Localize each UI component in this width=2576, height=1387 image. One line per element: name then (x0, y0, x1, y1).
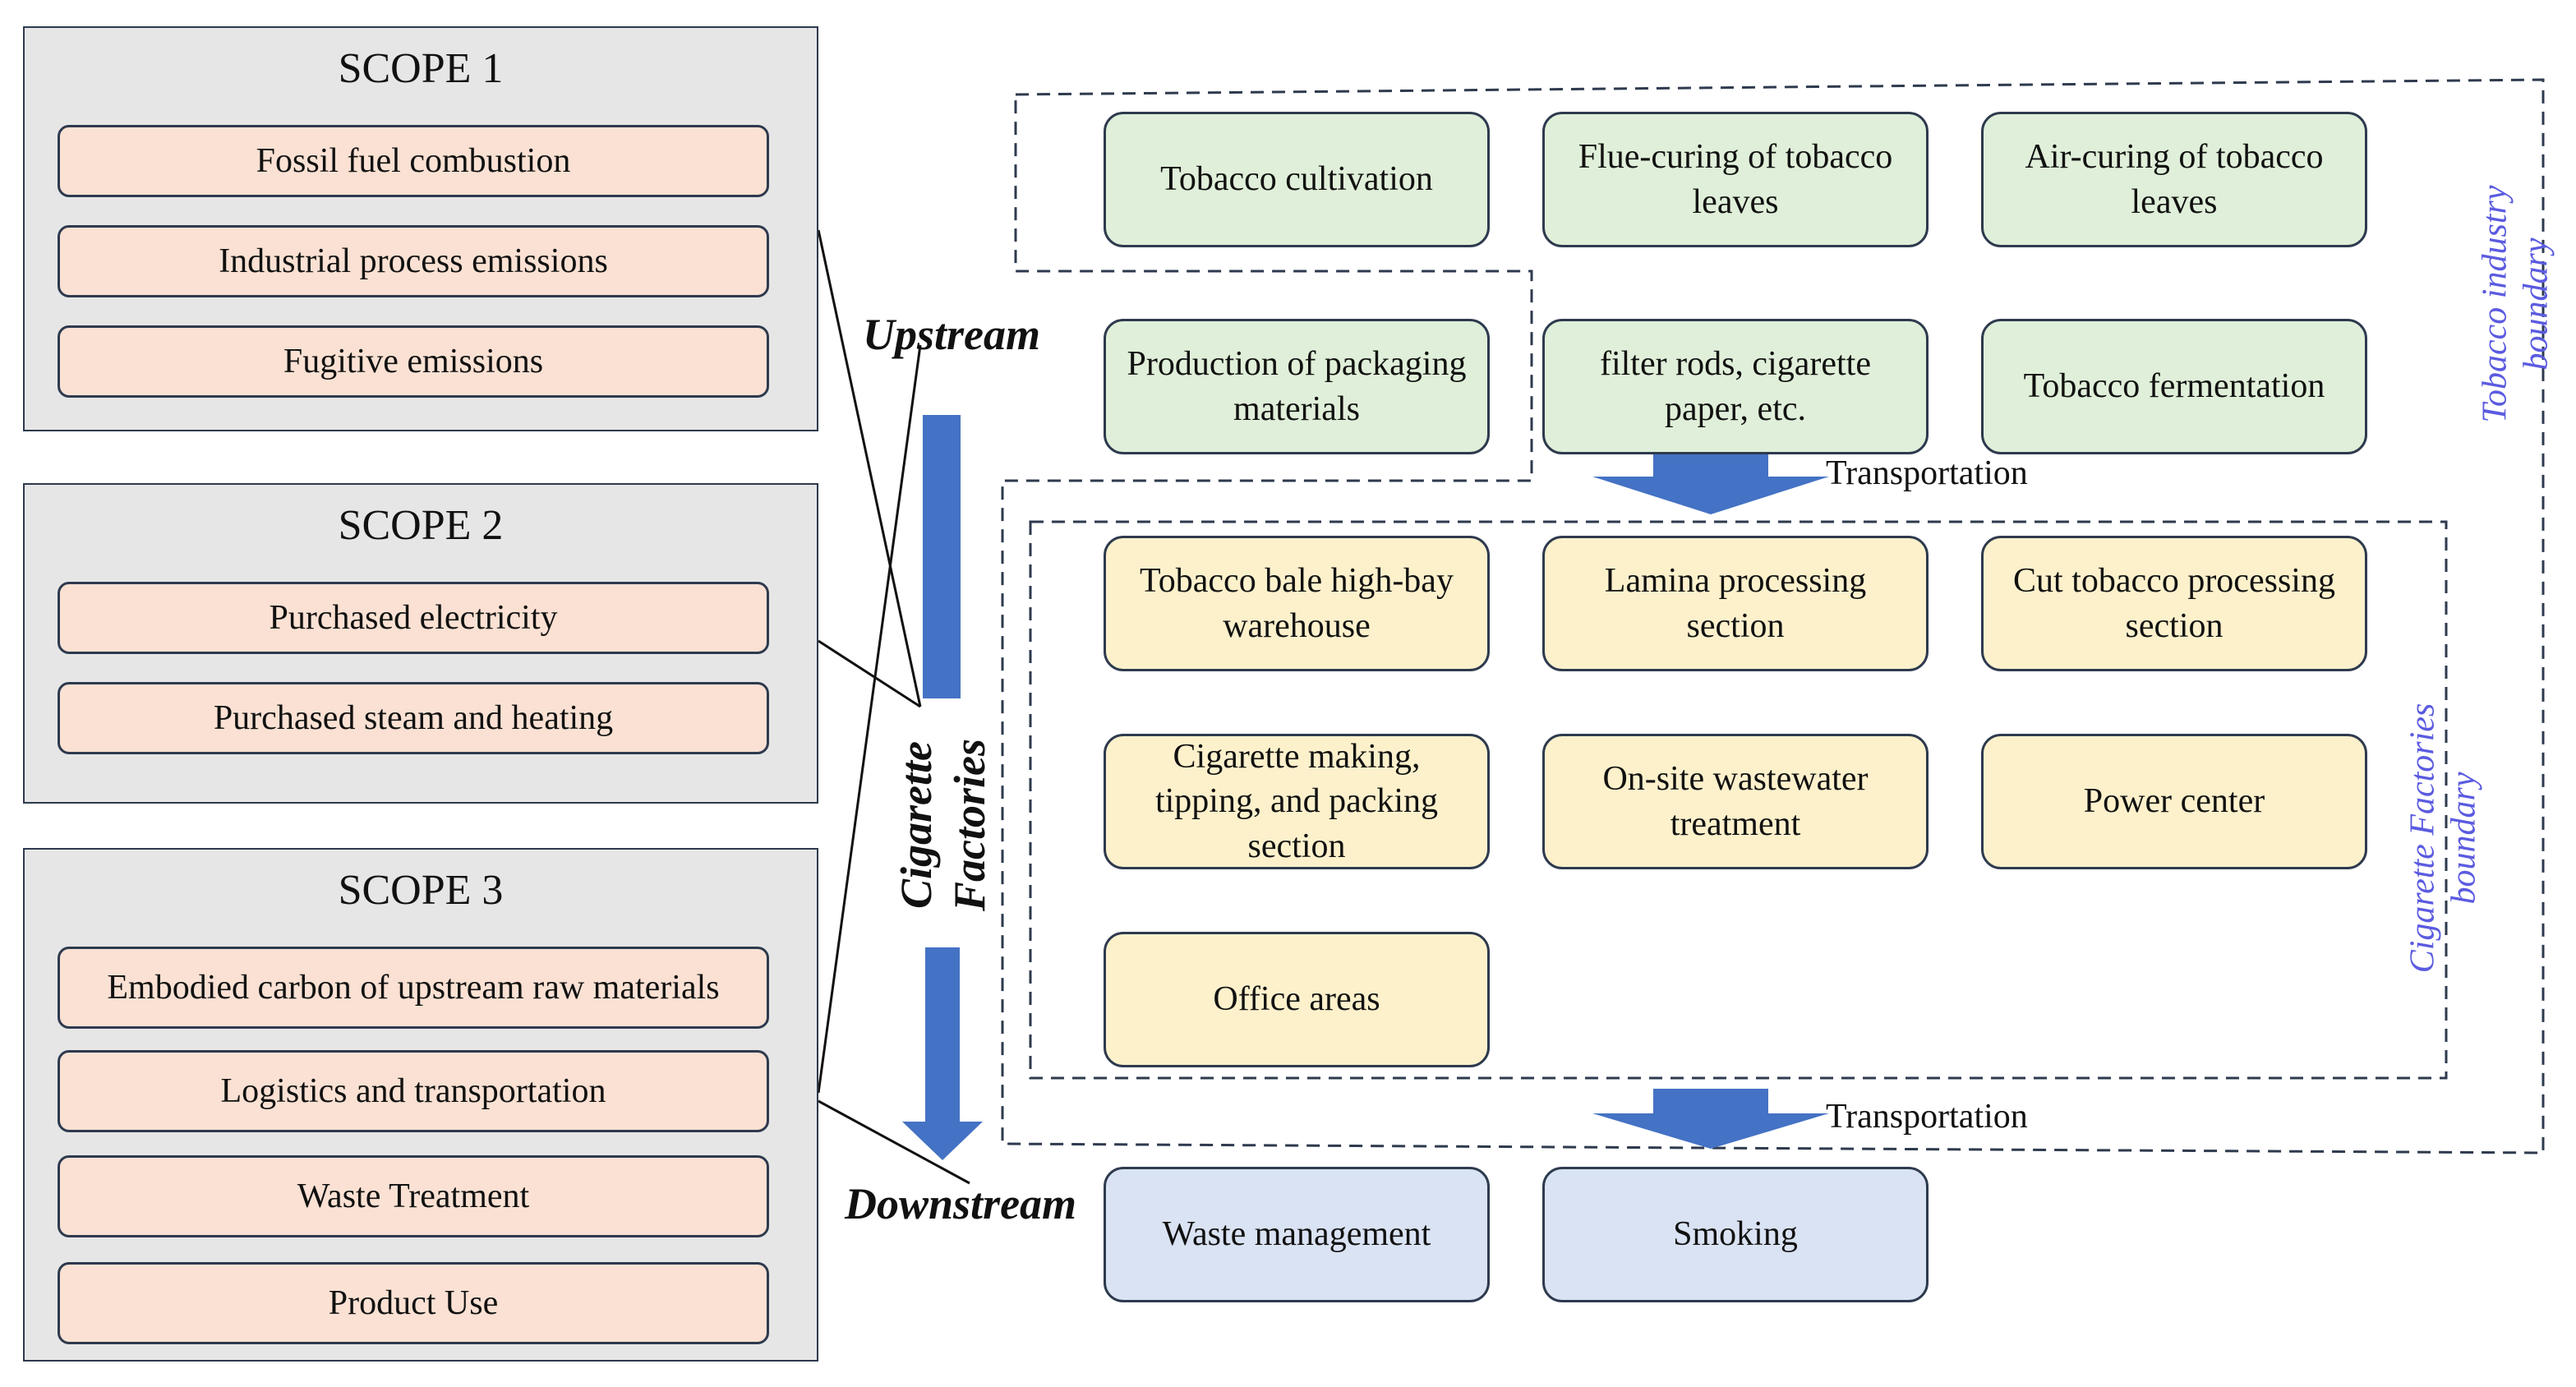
process-box-upstream: Tobacco fermentation (1981, 319, 2367, 454)
process-box-factory: Lamina processing section (1542, 536, 1929, 671)
tobacco-industry-boundary-label-line1: Tobacco industry (2476, 185, 2514, 423)
scope-3-title: SCOPE 3 (338, 867, 504, 914)
process-box-factory: Office areas (1104, 932, 1490, 1067)
scope-3-item: Waste Treatment (58, 1155, 769, 1237)
transportation-arrow-1 (1592, 452, 1829, 514)
tobacco-industry-boundary (1001, 78, 2545, 1154)
scope-2-item: Purchased electricity (58, 582, 769, 654)
scope-1-item: Fugitive emissions (58, 325, 769, 398)
transportation-label-1: Transportation (1826, 454, 2028, 492)
cigarette-factories-boundary (1029, 520, 2448, 1080)
scope-3-item: Logistics and transportation (58, 1050, 769, 1132)
scope-3-panel: SCOPE 3 Embodied carbon of upstream raw … (23, 848, 818, 1362)
upstream-flow-bar (923, 415, 961, 698)
scope-1-item: Fossil fuel combustion (58, 125, 769, 197)
process-box-factory: Cigarette making, tipping, and packing s… (1104, 734, 1490, 869)
scope-connector-lines (817, 229, 970, 1185)
transportation-arrow-2 (1592, 1089, 1829, 1149)
process-box-upstream: Production of packaging materials (1104, 319, 1490, 454)
downstream-label: Downstream (845, 1179, 1077, 1228)
scope-3-item: Embodied carbon of upstream raw material… (58, 947, 769, 1029)
cigarette-factories-boundary-label-line1: Cigarette Factories (2403, 703, 2442, 974)
scope-2-item: Purchased steam and heating (58, 682, 769, 754)
process-box-factory: Tobacco bale high-bay warehouse (1104, 536, 1490, 671)
process-box-upstream: Air-curing of tobacco leaves (1981, 112, 2367, 247)
cigarette-factories-label-line1: Cigarette (892, 741, 942, 909)
process-box-factory: Power center (1981, 734, 2367, 869)
cigarette-factories-label-line2: Factories (945, 739, 994, 911)
tobacco-industry-boundary-label-line2: boundary (2518, 237, 2555, 371)
process-box-upstream: Flue-curing of tobacco leaves (1542, 112, 1929, 247)
transportation-label-2: Transportation (1826, 1098, 2028, 1136)
scope-2-panel: SCOPE 2 Purchased electricity Purchased … (23, 483, 818, 804)
process-box-factory: Cut tobacco processing section (1981, 536, 2367, 671)
scope-2-title: SCOPE 2 (338, 502, 504, 549)
scope-3-item: Product Use (58, 1262, 769, 1344)
process-box-downstream: Smoking (1542, 1167, 1929, 1302)
scope-1-title: SCOPE 1 (338, 45, 504, 92)
upstream-label: Upstream (863, 310, 1040, 359)
process-box-upstream: Tobacco cultivation (1104, 112, 1490, 247)
process-box-factory: On-site wastewater treatment (1542, 734, 1929, 869)
process-box-downstream: Waste management (1104, 1167, 1490, 1302)
downstream-flow-arrow (902, 947, 983, 1160)
scope-1-item: Industrial process emissions (58, 225, 769, 297)
process-box-upstream: filter rods, cigarette paper, etc. (1542, 319, 1929, 454)
cigarette-factories-boundary-label-line2: boundary (2445, 772, 2483, 905)
scope-1-panel: SCOPE 1 Fossil fuel combustion Industria… (23, 26, 818, 431)
